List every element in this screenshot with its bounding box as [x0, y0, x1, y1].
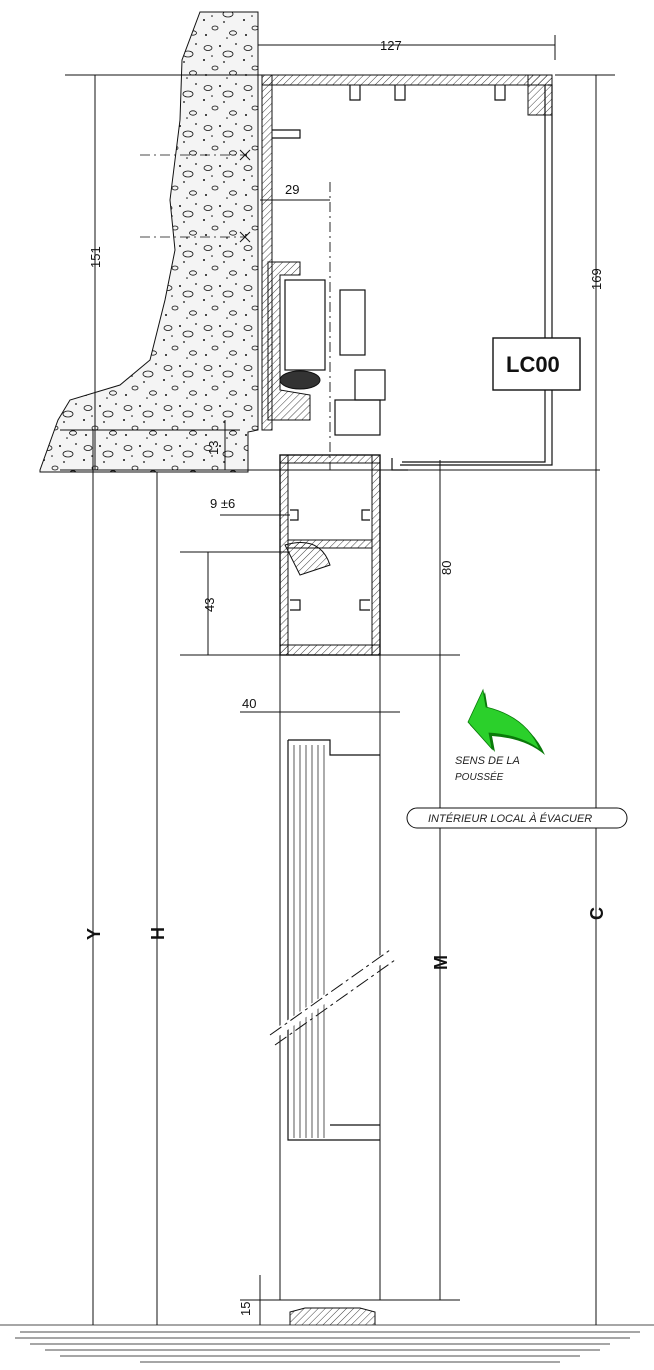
axis-c: C [587, 907, 607, 920]
push-arrow-icon [467, 688, 545, 755]
dim-169: 169 [589, 268, 604, 290]
dim-151: 151 [88, 246, 103, 268]
model-label: LC00 [506, 352, 560, 377]
dim-80: 80 [439, 561, 454, 575]
axis-y: Y [84, 928, 104, 940]
interior-label-box [406, 807, 628, 829]
dim-127: 127 [380, 38, 402, 53]
axis-h: H [148, 927, 168, 940]
interior-label: INTÉRIEUR LOCAL À ÉVACUER [428, 812, 592, 825]
dim-40: 40 [242, 696, 256, 711]
dim-15: 15 [238, 1302, 253, 1316]
dim-29: 29 [285, 182, 299, 197]
door-leaf [269, 655, 396, 1325]
axis-m: M [431, 955, 451, 970]
push-direction-line1: SENS DE LA [455, 755, 520, 767]
axis-lines [140, 149, 331, 470]
push-direction-line2: POUSSÉE [455, 770, 504, 783]
dim-43: 43 [202, 598, 217, 612]
floor-lines [0, 1324, 654, 1363]
dimension-lines [60, 35, 615, 1325]
rail-profile [267, 261, 386, 436]
dim-9-tolerance: 9 ±6 [210, 496, 235, 511]
model-label-box [492, 337, 581, 391]
dim-13: 13 [206, 441, 221, 455]
leaf-top-profile [279, 454, 381, 656]
concrete-wall [39, 11, 259, 473]
header-box [261, 74, 553, 471]
